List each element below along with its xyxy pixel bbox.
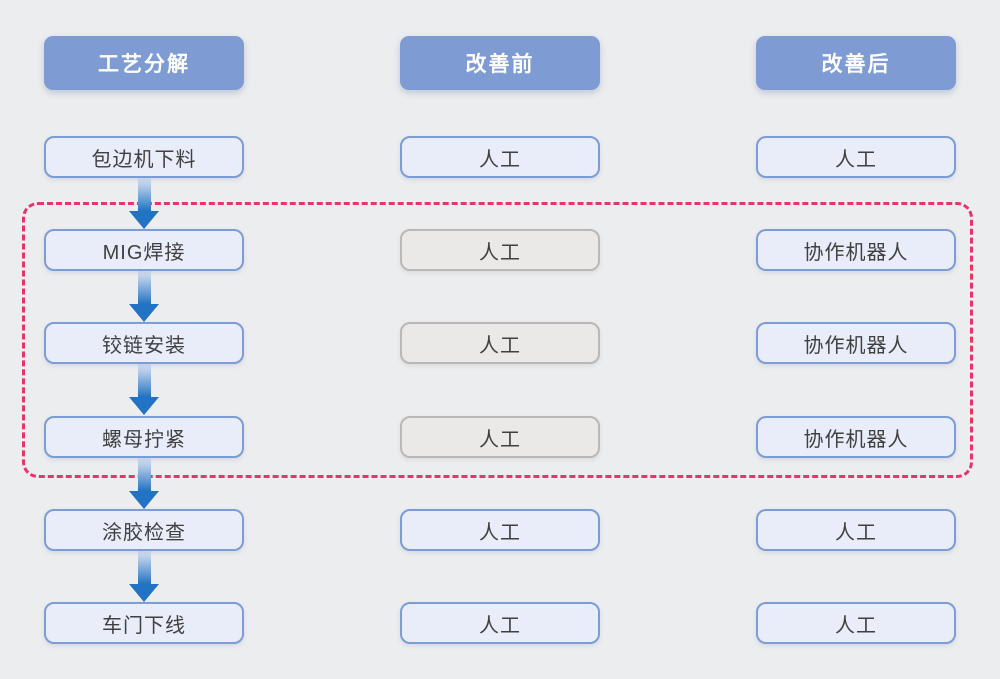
after-status-box: 人工 [756, 602, 956, 644]
header-process-breakdown: 工艺分解 [44, 36, 244, 90]
header-after-improvement: 改善后 [756, 36, 956, 90]
after-status-box: 协作机器人 [756, 416, 956, 458]
down-arrow-icon [129, 458, 159, 509]
automation-highlight-region [22, 202, 973, 478]
process-step-box: 铰链安装 [44, 322, 244, 364]
arrow-shaft [137, 458, 151, 491]
down-arrow-icon [129, 271, 159, 322]
process-step-box: 螺母拧紧 [44, 416, 244, 458]
before-status-box: 人工 [400, 136, 600, 178]
arrow-shaft [137, 271, 151, 304]
before-status-box: 人工 [400, 229, 600, 271]
process-step-box: 车门下线 [44, 602, 244, 644]
arrow-head [129, 304, 159, 322]
down-arrow-icon [129, 364, 159, 415]
before-status-box: 人工 [400, 602, 600, 644]
arrow-head [129, 211, 159, 229]
down-arrow-icon [129, 551, 159, 602]
header-before-improvement: 改善前 [400, 36, 600, 90]
before-status-box: 人工 [400, 509, 600, 551]
after-status-box: 人工 [756, 136, 956, 178]
before-status-box: 人工 [400, 322, 600, 364]
arrow-head [129, 397, 159, 415]
after-status-box: 人工 [756, 509, 956, 551]
arrow-head [129, 491, 159, 509]
process-step-box: 包边机下料 [44, 136, 244, 178]
arrow-head [129, 584, 159, 602]
down-arrow-icon [129, 178, 159, 229]
process-step-box: 涂胶检查 [44, 509, 244, 551]
after-status-box: 协作机器人 [756, 322, 956, 364]
process-step-box: MIG焊接 [44, 229, 244, 271]
arrow-shaft [137, 364, 151, 397]
before-status-box: 人工 [400, 416, 600, 458]
arrow-shaft [137, 178, 151, 211]
arrow-shaft [137, 551, 151, 584]
after-status-box: 协作机器人 [756, 229, 956, 271]
